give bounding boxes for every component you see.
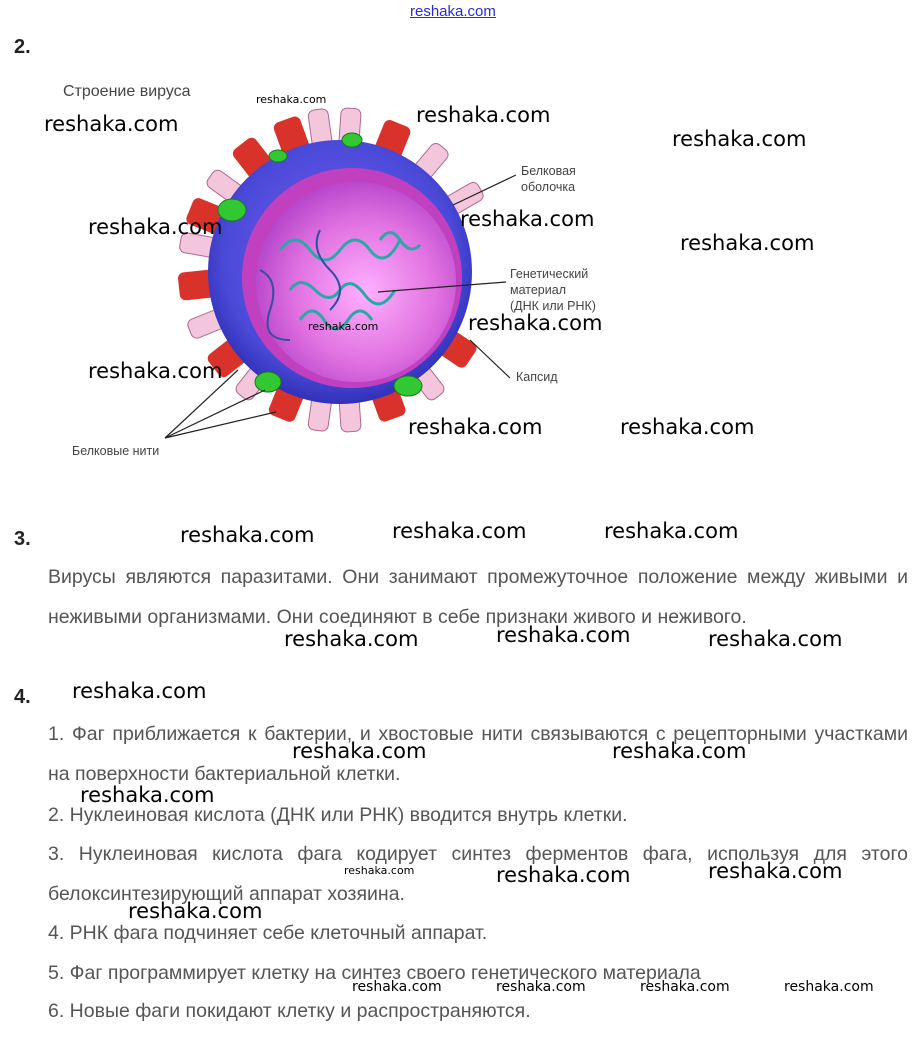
watermark: reshaka.com <box>680 231 815 255</box>
label-protein-shell: Белковая оболочка <box>521 164 576 194</box>
watermark: reshaka.com <box>88 215 223 239</box>
watermark-small: reshaka.com <box>784 979 874 995</box>
watermark: reshaka.com <box>620 415 755 439</box>
watermark: reshaka.com <box>292 739 427 763</box>
watermark: reshaka.com <box>128 899 263 923</box>
watermark: reshaka.com <box>408 415 543 439</box>
watermark-small: reshaka.com <box>256 93 327 106</box>
section-4-item-4: 4. РНК фага подчиняет себе клеточный апп… <box>48 922 488 944</box>
watermark: reshaka.com <box>496 623 631 647</box>
watermark-small: reshaka.com <box>308 320 379 333</box>
watermark: reshaka.com <box>284 627 419 651</box>
watermark: reshaka.com <box>612 739 747 763</box>
watermark: reshaka.com <box>460 207 595 231</box>
watermark-small: reshaka.com <box>352 979 442 995</box>
watermark: reshaka.com <box>672 127 807 151</box>
capsid-interior <box>256 182 456 382</box>
site-link[interactable]: reshaka.com <box>410 3 496 20</box>
watermark: reshaka.com <box>708 627 843 651</box>
section-4-item-3: 3. Нуклеиновая кислота фага кодирует син… <box>48 843 908 905</box>
watermark-small: reshaka.com <box>496 979 586 995</box>
genetic-material <box>259 229 422 341</box>
watermark: reshaka.com <box>468 311 603 335</box>
label-protein-threads: Белковые нити <box>72 444 160 458</box>
watermark: reshaka.com <box>72 679 207 703</box>
section-2-number: 2. <box>14 36 31 58</box>
watermark: reshaka.com <box>180 523 315 547</box>
watermark-small: reshaka.com <box>640 979 730 995</box>
leader-lines <box>164 174 517 439</box>
label-capsid: Капсид <box>516 370 558 384</box>
watermark: reshaka.com <box>604 519 739 543</box>
watermark: reshaka.com <box>44 112 179 136</box>
section-3-number: 3. <box>14 528 31 550</box>
green-knobs <box>217 132 423 397</box>
section-4-number: 4. <box>14 686 31 708</box>
watermark: reshaka.com <box>80 783 215 807</box>
watermark: reshaka.com <box>392 519 527 543</box>
watermark: reshaka.com <box>416 103 551 127</box>
section-4-item-6: 6. Новые фаги покидают клетку и распрост… <box>48 1000 531 1022</box>
watermark-small: reshaka.com <box>344 864 415 877</box>
section-4-item-1: 1. Фаг приближается к бактерии, и хвосто… <box>48 723 908 785</box>
watermark: reshaka.com <box>88 359 223 383</box>
figure-title: Строение вируса <box>63 83 191 100</box>
section-3-text: Вирусы являются паразитами. Они занимают… <box>48 566 908 628</box>
watermark: reshaka.com <box>496 863 631 887</box>
section-4-item-5: 5. Фаг программирует клетку на синтез св… <box>48 962 701 984</box>
section-4-item-2: 2. Нуклеиновая кислота (ДНК или РНК) вво… <box>48 804 628 826</box>
label-genetic-material: Генетический материал (ДНК или РНК) <box>510 267 596 313</box>
watermark: reshaka.com <box>708 859 843 883</box>
